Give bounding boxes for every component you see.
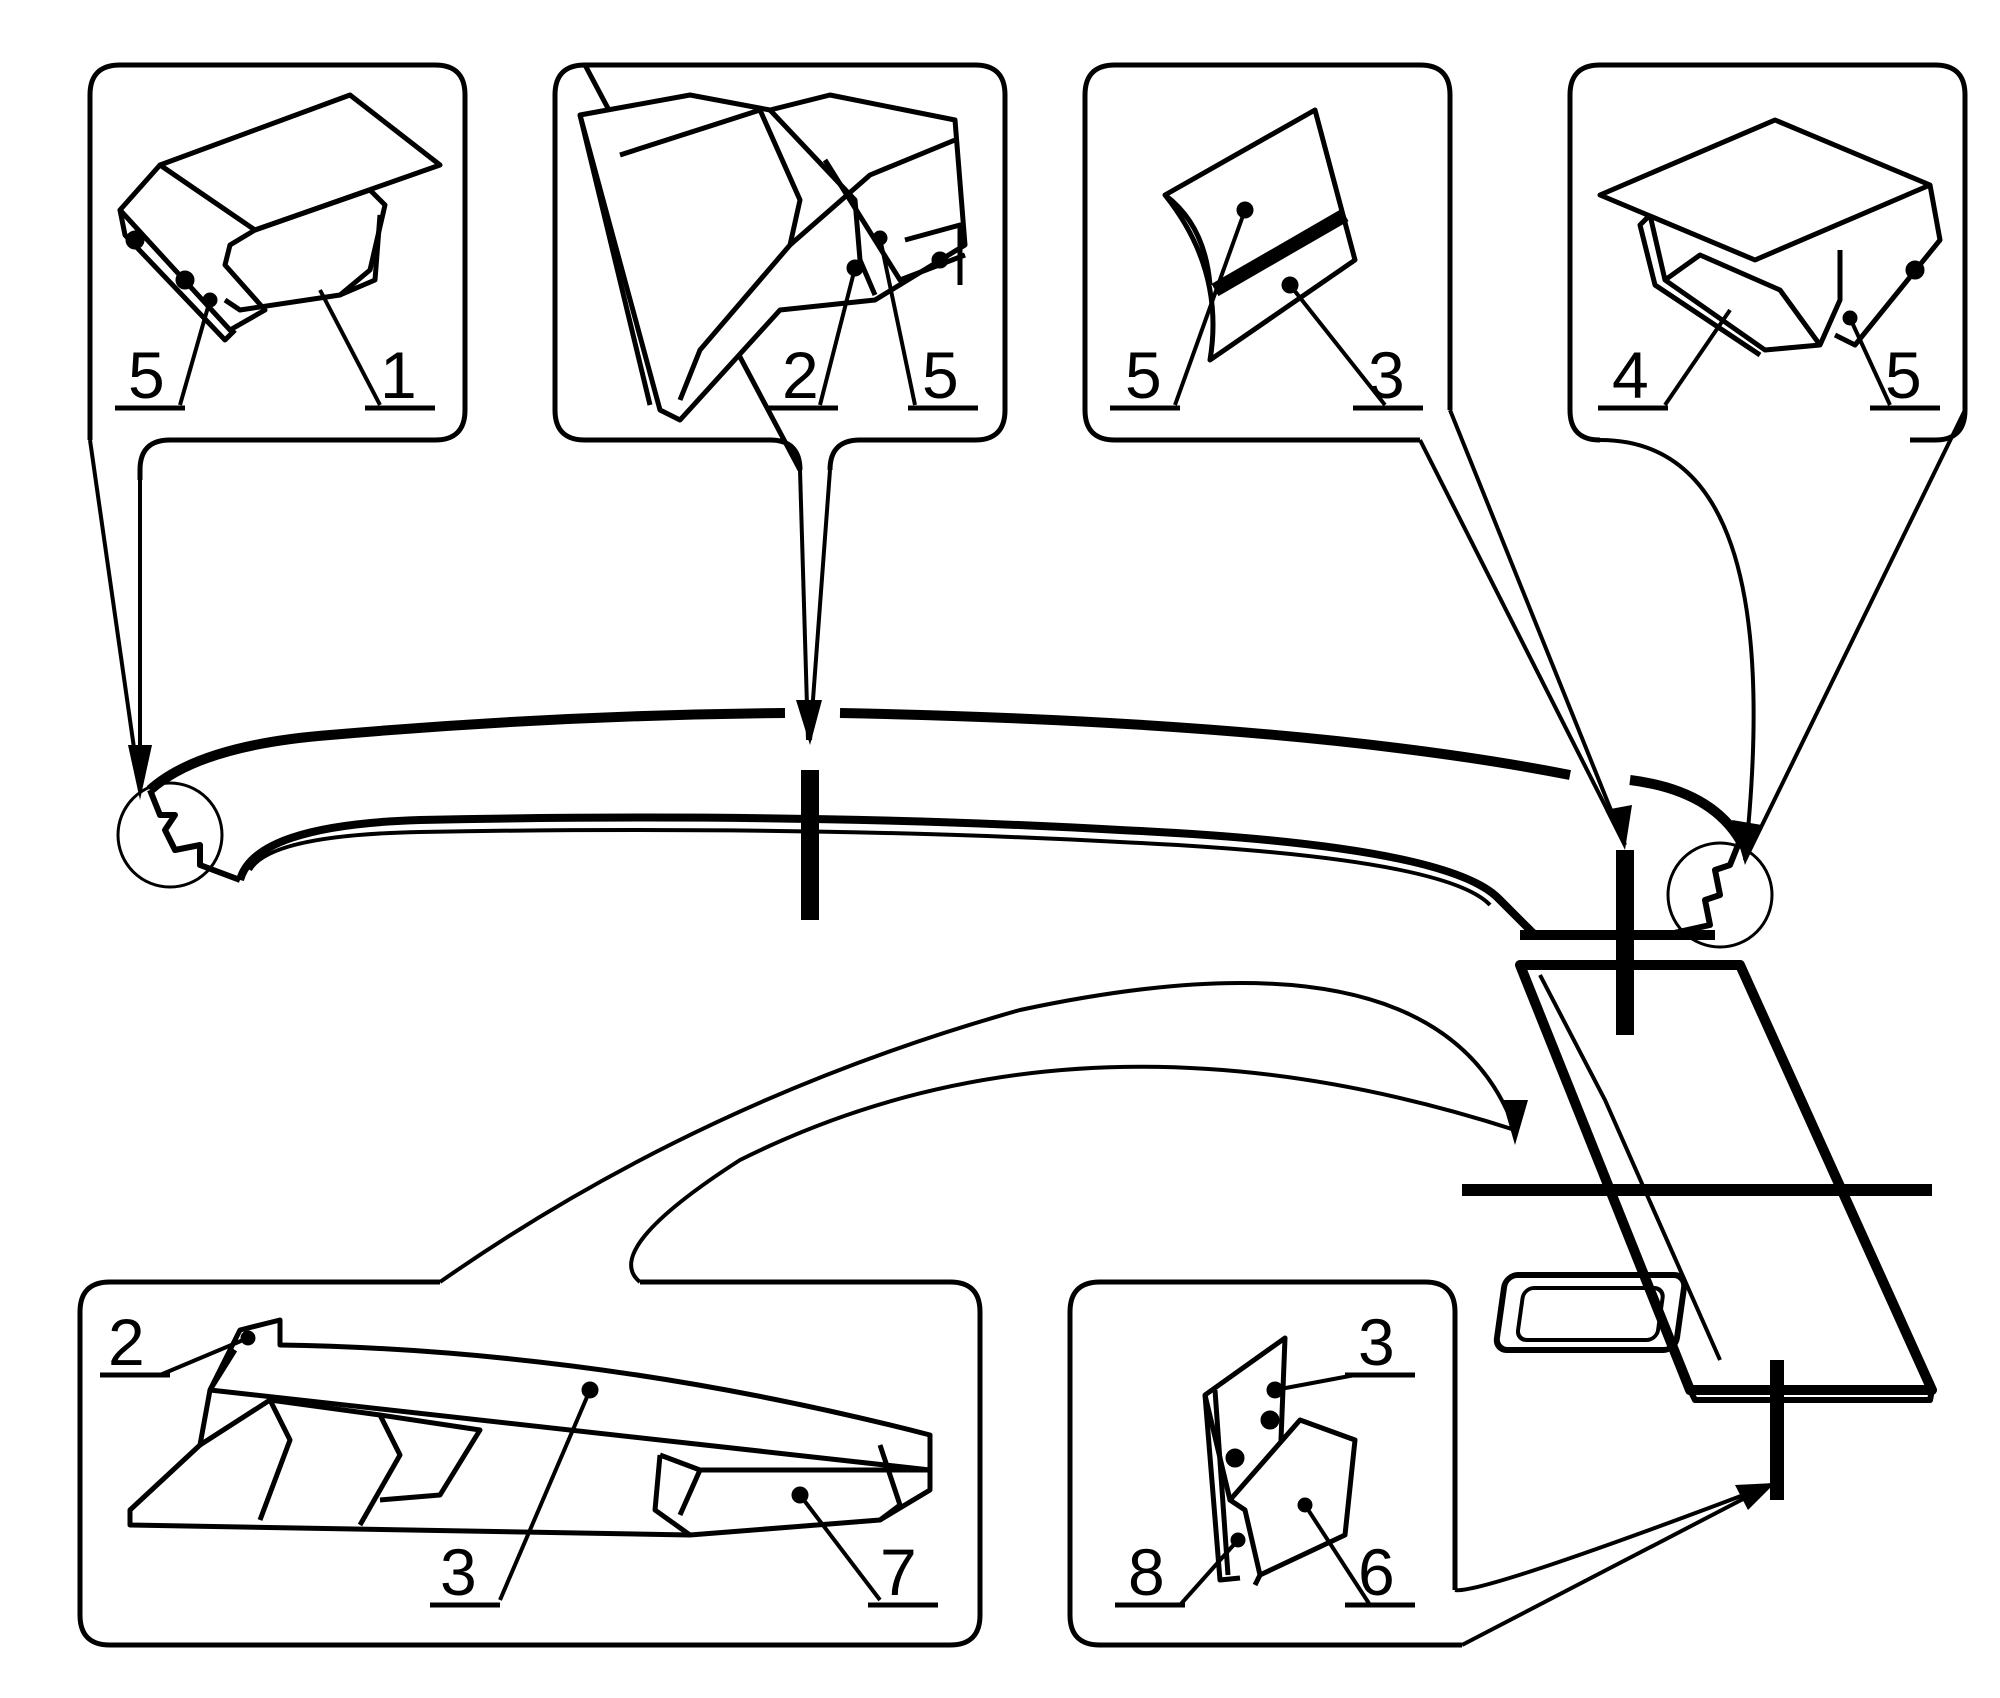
- side-frame-profile: [116, 708, 1774, 949]
- roof-rail-upper: [146, 708, 786, 794]
- detail-circle-right: [1666, 841, 1774, 949]
- callout-panel-4-frame: [1567, 62, 1968, 443]
- label-8: 8: [1128, 1535, 1165, 1609]
- floor-to-panel-pointer: [1454, 1483, 1775, 1647]
- callout-panel-2-frame: [552, 62, 1008, 472]
- callout-panel-bottom-left: 2 3 7: [77, 1279, 983, 1648]
- leader-5-a: [178, 299, 212, 406]
- pillar-section-illustration: [577, 92, 968, 423]
- leader-5-c: [1173, 209, 1247, 406]
- callout-panel-bottom-left-frame: [77, 1279, 983, 1648]
- label-4: 4: [1612, 338, 1649, 412]
- sill-section-illustration-2: [1597, 117, 1943, 358]
- callout-panel-4: 4 5: [1567, 62, 1968, 443]
- leader-5-b: [878, 237, 917, 406]
- roof-rail-lower-inner: [248, 827, 1492, 907]
- leader-6: [1303, 1503, 1372, 1607]
- label-6: 6: [1358, 1535, 1395, 1609]
- weld-seam-illustration: [1162, 107, 1358, 363]
- leader-3-a: [1288, 283, 1387, 407]
- detail-circle-left: [116, 781, 224, 889]
- label-7: 7: [880, 1535, 917, 1609]
- label-3c: 3: [1358, 1305, 1395, 1379]
- label-5c: 5: [1125, 338, 1162, 412]
- floor-panel: [1493, 960, 1937, 1403]
- floor-crossmember-illustration: [127, 1317, 933, 1538]
- roof-rail-upper-2: [839, 708, 1571, 780]
- leader-4: [1663, 308, 1732, 407]
- end-profile-right: [1664, 838, 1743, 938]
- label-2b: 2: [108, 1305, 145, 1379]
- pointer-br-b: [1461, 1483, 1771, 1647]
- arrow-panel1-a: [88, 439, 142, 791]
- floor-hatch-outer: [1493, 1272, 1688, 1353]
- floor-panel-inner: [1538, 974, 1722, 1361]
- floor-hatch-inner: [1515, 1286, 1665, 1342]
- sill-section-illustration-1: [117, 92, 443, 343]
- callout-panel-2: 2 5: [552, 62, 1008, 472]
- callout-panel-bottom-right: 3 8 6: [1067, 1279, 1462, 1648]
- leader-3-b: [498, 1389, 592, 1601]
- leader-2: [818, 267, 857, 406]
- floor-panel-outline: [1515, 960, 1937, 1395]
- leader-8: [1178, 1538, 1240, 1607]
- pointer-arrows: [88, 409, 1967, 865]
- arrow-panel3-b: [1448, 409, 1627, 846]
- callout-panel-1: 5 1: [87, 62, 468, 480]
- floor-pointer-inner: [629, 1064, 1516, 1284]
- arrow-panel2-b: [808, 469, 832, 741]
- floor-panel-edge: [1687, 1388, 1935, 1403]
- arrow-panel2-a: [798, 469, 810, 741]
- label-3: 3: [1368, 338, 1405, 412]
- leader-5-d: [1848, 317, 1892, 406]
- section-markers: [801, 770, 1932, 1500]
- callout-panel-bottom-right-frame: [1067, 1279, 1462, 1648]
- floor-pointer-outer: [438, 981, 1517, 1284]
- arrow-panel4-b: [1743, 409, 1967, 861]
- end-profile-left: [147, 788, 242, 883]
- arrow-panel4-a: [1599, 438, 1756, 861]
- label-2: 2: [782, 338, 819, 412]
- leader-7: [798, 1493, 882, 1602]
- label-1: 1: [380, 338, 417, 412]
- pointer-br-a: [1454, 1483, 1771, 1593]
- leader-1: [318, 289, 382, 406]
- label-5: 5: [128, 338, 165, 412]
- leader-3-c: [1274, 1373, 1356, 1392]
- label-5b: 5: [922, 338, 959, 412]
- label-3b: 3: [440, 1535, 477, 1609]
- callout-panel-3-frame: [1082, 62, 1453, 443]
- callout-panel-3: 5 3: [1082, 62, 1453, 443]
- floor-pointer: [438, 981, 1528, 1284]
- arrow-panel3-a: [1418, 439, 1627, 846]
- leader-2-b: [159, 1336, 249, 1377]
- label-5d: 5: [1885, 338, 1922, 412]
- roof-rail-lower: [236, 813, 1665, 939]
- callout-panel-1-frame: [87, 62, 468, 480]
- roof-rail-upper-3: [1629, 775, 1745, 843]
